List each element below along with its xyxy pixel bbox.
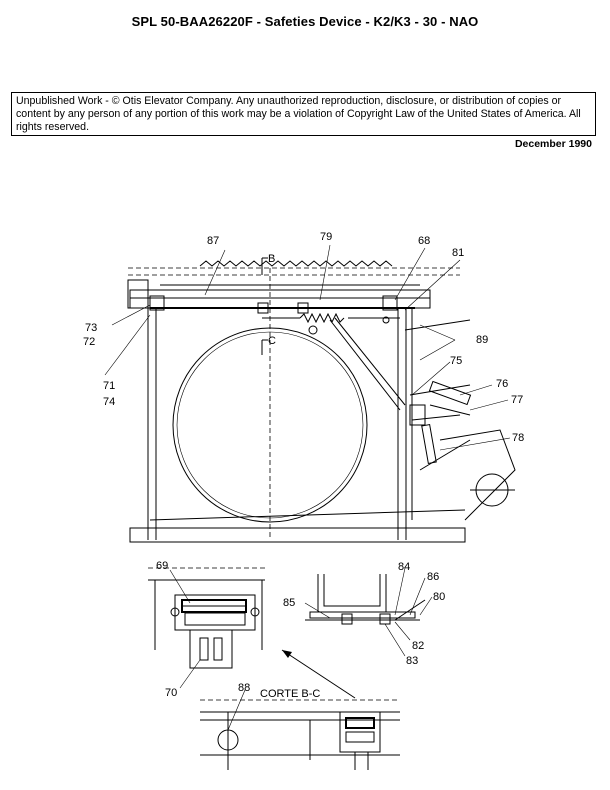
leader-lines (104, 244, 511, 731)
callout-68: 68 (418, 235, 430, 247)
callout-80: 80 (433, 591, 445, 603)
section-title: CORTE B-C (260, 688, 320, 700)
document-date: December 1990 (514, 138, 592, 150)
section-b-c-view (200, 649, 400, 770)
callout-88: 88 (238, 682, 250, 694)
callout-76: 76 (496, 378, 508, 390)
callout-72: 72 (83, 336, 95, 348)
callout-74: 74 (103, 396, 115, 408)
main-assembly-view (127, 257, 516, 543)
callout-81: 81 (452, 247, 464, 259)
page-title: SPL 50-BAA26220F - Safeties Device - K2/… (131, 14, 479, 29)
callout-86: 86 (427, 571, 439, 583)
callout-87: 87 (207, 235, 219, 247)
callout-82: 82 (412, 640, 424, 652)
callout-labels: B C CORTE B-C 87 79 68 81 89 73 72 71 74… (83, 231, 524, 700)
section-marker-c: C (268, 335, 276, 347)
callout-79: 79 (320, 231, 332, 243)
callout-70: 70 (165, 687, 177, 699)
callout-73: 73 (85, 322, 97, 334)
callout-84: 84 (398, 561, 410, 573)
callout-77: 77 (511, 394, 523, 406)
section-marker-b: B (268, 253, 275, 265)
detail-view-84-86 (305, 574, 426, 625)
callout-71: 71 (103, 380, 115, 392)
callout-75: 75 (450, 355, 462, 367)
callout-78: 78 (512, 432, 524, 444)
callout-83: 83 (406, 655, 418, 667)
callout-69: 69 (156, 560, 168, 572)
detail-view-69-70 (148, 567, 265, 669)
copyright-notice: Unpublished Work - © Otis Elevator Compa… (11, 92, 596, 136)
callout-85: 85 (283, 597, 295, 609)
callout-89: 89 (476, 334, 488, 346)
